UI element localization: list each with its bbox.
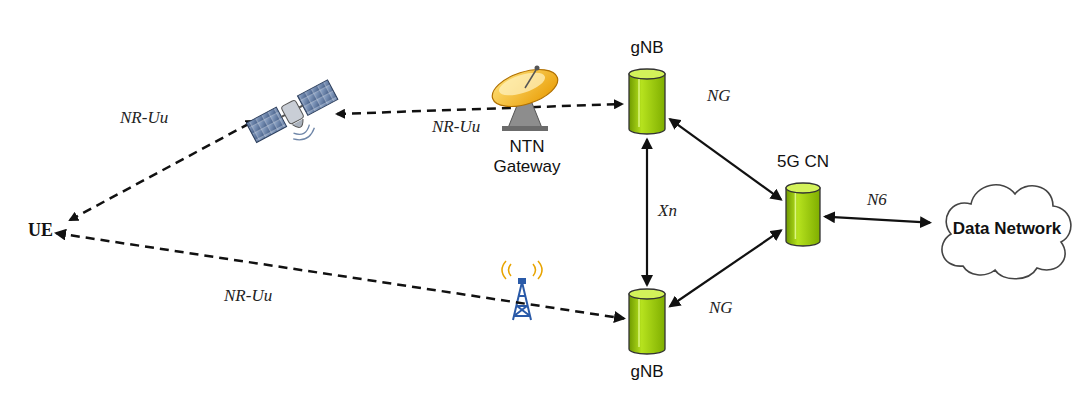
node-label: gNB [626,362,668,382]
core-network-unit: 5G CN [766,152,840,248]
node-label: 5G CN [766,152,840,172]
satellite-icon [246,80,347,160]
ue-label: UE [28,220,53,242]
interface-label: Xn [656,201,679,221]
interface-link [646,139,648,285]
data-network-cloud: Data Network [933,170,1077,284]
interface-label: NG [705,86,733,106]
interface-link [670,119,781,199]
interface-label: NR-Uu [118,108,170,128]
feeder-link [337,104,622,114]
node-label: NTN Gateway [485,137,569,178]
node-label: Data Network [951,219,1063,239]
gateway-dish-icon [488,62,563,131]
cylinder-shape [627,68,667,136]
interface-label: N6 [865,190,889,210]
gnb-unit: gNB [626,288,668,382]
gateway-label: NTN Gateway [485,137,569,178]
cell-tower-icon [502,261,542,320]
interface-link [825,217,930,223]
interface-link [670,230,781,306]
node-label: gNB [626,38,668,58]
node-label: UE [28,220,53,242]
interface-label: NG [707,298,735,318]
interface-label: NR-Uu [222,286,274,306]
cylinder-shape [784,182,822,248]
cylinder-shape [627,288,667,356]
radio-link [56,233,624,318]
gnb-unit: gNB [626,38,668,136]
interface-label: NR-Uu [430,117,482,137]
radio-link [70,121,254,220]
